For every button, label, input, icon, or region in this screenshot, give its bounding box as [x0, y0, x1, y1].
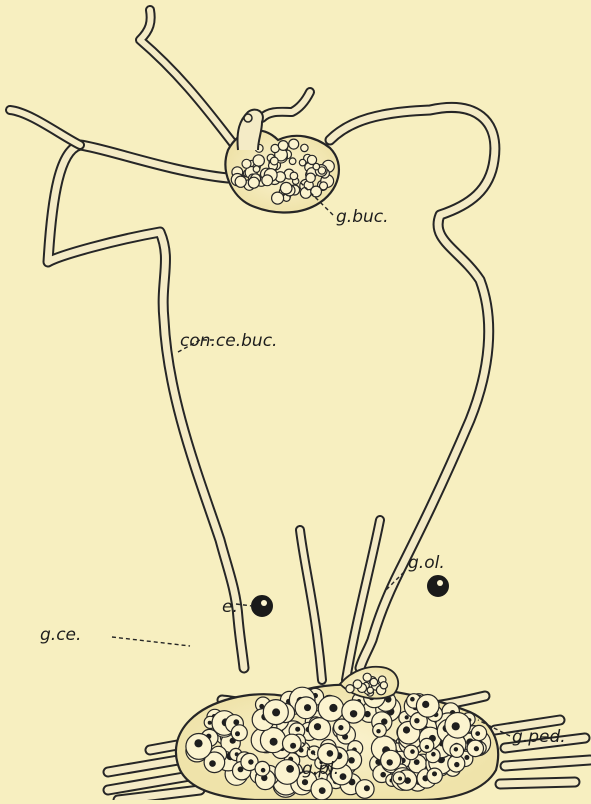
- nerve-cell: [370, 678, 378, 686]
- left-connective: [48, 145, 244, 668]
- cell-nucleus: [208, 721, 212, 725]
- cell-nucleus: [414, 718, 419, 723]
- nerve-cell: [248, 177, 259, 188]
- label-g-pl: g.pl.: [302, 759, 339, 779]
- nerve-cell: [262, 175, 273, 186]
- cell-nucleus: [248, 759, 253, 764]
- cell-nucleus: [454, 747, 458, 751]
- right-connective: [330, 107, 495, 668]
- cell-nucleus: [314, 723, 321, 730]
- label-g-ped: g.ped.: [512, 727, 566, 747]
- label-g-ol: g.ol.: [408, 553, 445, 573]
- nerve-cell: [380, 682, 387, 689]
- nerve-cell: [272, 192, 284, 204]
- cell-nucleus: [304, 704, 311, 711]
- nerve-cell: [275, 760, 300, 785]
- cell-nucleus: [235, 731, 240, 736]
- cell-nucleus: [319, 787, 326, 794]
- cell-nucleus: [302, 779, 308, 785]
- nerve-cell: [306, 173, 315, 182]
- cell-nucleus: [233, 719, 239, 725]
- cell-nucleus: [286, 765, 294, 773]
- cell-nucleus: [261, 768, 266, 773]
- cell-nucleus: [209, 760, 216, 767]
- nerve-cell: [253, 166, 260, 173]
- left-eye: [252, 596, 272, 616]
- cell-nucleus: [295, 727, 300, 732]
- nerve-cell: [301, 144, 308, 151]
- cell-nucleus: [327, 750, 334, 757]
- cell-nucleus: [474, 746, 479, 751]
- cell-nucleus: [410, 749, 415, 754]
- cell-nucleus: [403, 726, 410, 733]
- nerve-cell: [235, 176, 246, 187]
- nerve-fibres: [10, 10, 590, 800]
- cell-nucleus: [376, 729, 380, 733]
- nerve-cell: [278, 141, 288, 151]
- cell-nucleus: [194, 739, 202, 747]
- cell-nucleus: [454, 762, 459, 767]
- cell-nucleus: [387, 759, 393, 765]
- cell-nucleus: [270, 738, 278, 746]
- cell-nucleus: [348, 757, 354, 763]
- nerve-cell: [290, 172, 298, 180]
- cell-nucleus: [350, 710, 357, 717]
- cell-nucleus: [338, 725, 343, 730]
- cell-nucleus: [410, 697, 415, 702]
- eyes: [252, 576, 448, 616]
- cell-nucleus: [290, 743, 296, 749]
- cell-nucleus: [414, 759, 420, 765]
- cell-nucleus: [398, 777, 402, 781]
- cell-nucleus: [431, 752, 436, 757]
- nerve-cell: [270, 157, 278, 165]
- nerve-cell: [289, 158, 296, 165]
- cell-nucleus: [405, 715, 409, 719]
- cell-nucleus: [475, 731, 480, 736]
- nerve-cell: [346, 685, 354, 693]
- cell-nucleus: [340, 773, 347, 780]
- buccal-ganglion: [225, 110, 338, 213]
- cell-nucleus: [432, 771, 437, 776]
- cell-nucleus: [272, 708, 280, 716]
- nerve-cell: [367, 687, 373, 693]
- nerve-cell: [242, 159, 251, 168]
- label-e: e.: [222, 597, 238, 617]
- nerve-cell: [299, 159, 306, 166]
- nerve-cell: [280, 182, 292, 194]
- label-g-ce: g.ce.: [40, 625, 81, 645]
- cell-nucleus: [452, 722, 460, 730]
- label-g-buc: g.buc.: [336, 207, 389, 227]
- nerve-cell: [253, 155, 264, 166]
- cell-nucleus: [364, 785, 370, 791]
- cell-nucleus: [425, 745, 429, 749]
- right-eye: [428, 576, 448, 596]
- cell-nucleus: [329, 704, 337, 712]
- label-con-ce-buc: con.ce.buc.: [180, 331, 277, 351]
- cell-nucleus: [380, 772, 386, 778]
- cell-nucleus: [464, 755, 469, 760]
- cell-nucleus: [422, 701, 429, 708]
- nerve-cell: [289, 139, 299, 149]
- nerve-cell: [353, 680, 362, 689]
- nerve-cell: [313, 163, 320, 170]
